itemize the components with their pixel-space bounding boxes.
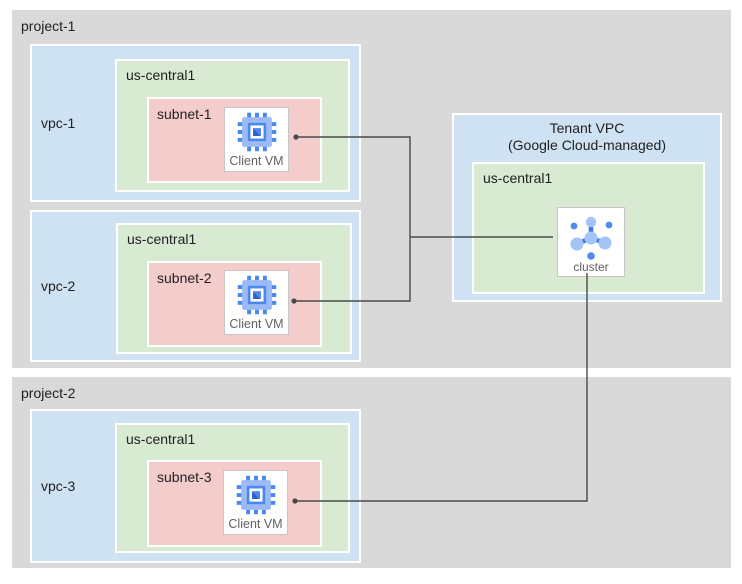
- vpc-1-box: vpc-1 us-central1 subnet-1: [30, 44, 361, 202]
- vpc-2-box: vpc-2 us-central1 subnet-2: [30, 210, 361, 362]
- subnet-1-box: subnet-1: [147, 97, 322, 183]
- tenant-vpc-title: Tenant VPC (Google Cloud-managed): [454, 120, 720, 154]
- client-vm-1-card: Client VM: [224, 107, 289, 172]
- compute-engine-icon: [237, 275, 276, 315]
- cluster-label: cluster: [573, 260, 609, 274]
- subnet-1-label: subnet-1: [157, 106, 212, 122]
- subnet-3-box: subnet-3: [147, 460, 322, 547]
- project-2-box: project-2 vpc-3 us-central1 subnet-3: [12, 377, 731, 568]
- tenant-vpc-box: Tenant VPC (Google Cloud-managed) us-cen…: [452, 113, 722, 302]
- vpc-2-label: vpc-2: [41, 278, 76, 294]
- subnet-2-box: subnet-2: [147, 261, 322, 347]
- client-vm-2-label: Client VM: [229, 317, 284, 331]
- client-vm-1-label: Client VM: [229, 154, 284, 168]
- project-1-label: project-1: [21, 18, 76, 34]
- tenant-region-box: us-central1: [472, 162, 705, 294]
- vpc-3-box: vpc-3 us-central1 subnet-3: [30, 409, 361, 563]
- compute-engine-icon: [236, 475, 275, 515]
- vpc-3-label: vpc-3: [41, 478, 76, 494]
- tenant-vpc-title-line1: Tenant VPC: [549, 120, 625, 136]
- vpc-2-region-box: us-central1 subnet-2: [116, 223, 352, 354]
- cluster-icon: [570, 216, 613, 260]
- compute-engine-icon: [237, 112, 276, 152]
- vpc-1-label: vpc-1: [41, 115, 76, 131]
- vpc-1-region-box: us-central1 subnet-1: [115, 59, 350, 192]
- vpc-3-region-label: us-central1: [126, 431, 196, 447]
- vpc-1-region-label: us-central1: [126, 67, 196, 83]
- tenant-vpc-title-line2: (Google Cloud-managed): [508, 137, 666, 153]
- client-vm-2-card: Client VM: [224, 270, 289, 335]
- client-vm-3-card: Client VM: [223, 470, 288, 535]
- cluster-card: cluster: [557, 207, 625, 277]
- vpc-3-region-box: us-central1 subnet-3: [115, 423, 350, 553]
- project-2-label: project-2: [21, 385, 76, 401]
- tenant-region-label: us-central1: [483, 170, 553, 186]
- vpc-2-region-label: us-central1: [127, 231, 197, 247]
- subnet-2-label: subnet-2: [157, 270, 212, 286]
- subnet-3-label: subnet-3: [157, 469, 212, 485]
- client-vm-3-label: Client VM: [228, 517, 283, 531]
